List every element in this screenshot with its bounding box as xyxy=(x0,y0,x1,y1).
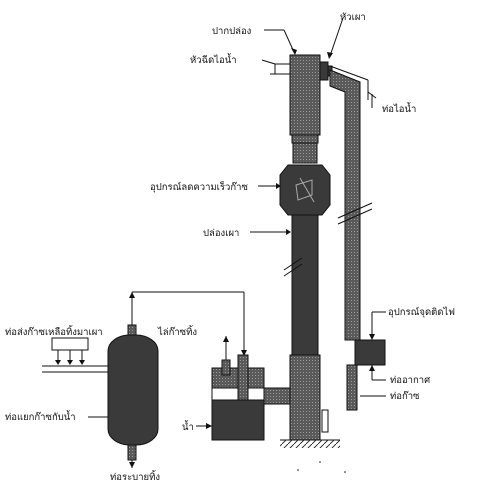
label-steam-nozzle: หัวฉีดไอน้ำ xyxy=(190,53,237,66)
ground xyxy=(280,439,346,473)
label-water: น้ำ xyxy=(182,420,194,433)
flare-stack xyxy=(279,54,331,441)
label-air-pipe: ท่ออากาศ xyxy=(390,375,430,386)
waste-gas-inlet xyxy=(42,337,108,373)
label-gas-pipe: ท่อก๊าซ xyxy=(390,390,420,402)
label-velocity-reducer: อุปกรณ์ลดความเร็วก๊าซ xyxy=(150,180,248,193)
steam-nozzle xyxy=(270,63,290,75)
seal-drum xyxy=(196,336,291,441)
label-flare-stack: ปล่องเผา xyxy=(203,228,239,239)
steam-pipe xyxy=(329,65,373,411)
leader-lines xyxy=(88,17,386,418)
label-stack-mouth: ปากปล่อง xyxy=(212,26,251,37)
label-drain-pipe: ท่อระบายทิ้ง xyxy=(110,470,160,483)
label-gas-purge: ไล่ก๊าซทิ้ง xyxy=(157,325,197,338)
drain xyxy=(129,460,135,468)
gas-transfer-line xyxy=(129,291,247,356)
label-igniter: อุปกรณ์จุดติดไฟ xyxy=(388,306,455,318)
velocity-reducer xyxy=(279,164,331,216)
igniter xyxy=(354,339,386,366)
label-burner-tip: หัวเผา xyxy=(340,12,366,23)
label-steam-pipe: ท่อไอน้ำ xyxy=(382,102,416,115)
label-knockout-drum: ท่อแยกก๊าซกับน้ำ xyxy=(5,410,76,423)
label-waste-gas-pipe: ท่อส่งก๊าซเหลือทิ้งมาเผา xyxy=(5,325,103,338)
knockout-drum xyxy=(107,324,159,461)
